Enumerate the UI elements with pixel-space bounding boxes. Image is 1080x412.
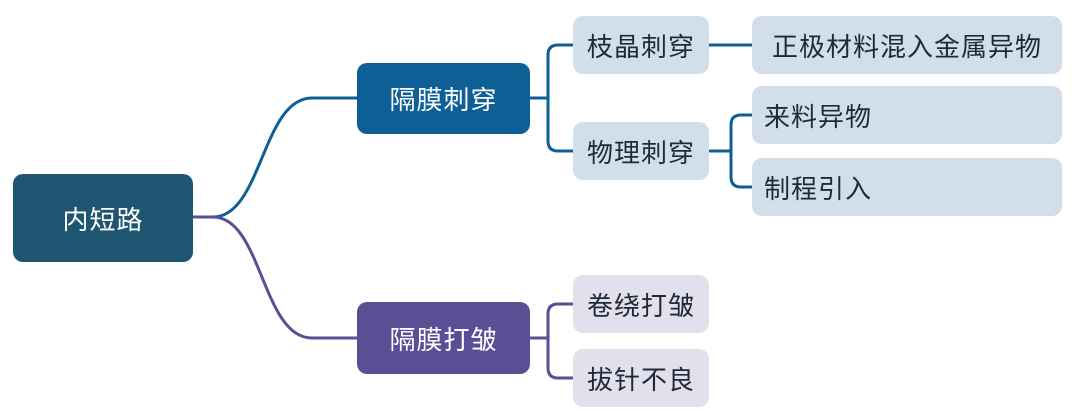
branch-node-separator-puncture: 隔膜刺穿 bbox=[357, 63, 530, 134]
node-label: 拔针不良 bbox=[586, 365, 695, 396]
branch-label: 隔膜刺穿 bbox=[389, 86, 498, 116]
branch-node-separator-wrinkle: 隔膜打皱 bbox=[357, 302, 530, 374]
node-label: 正极材料混入金属异物 bbox=[771, 32, 1042, 63]
link-separator-puncture-to-dendrite bbox=[530, 43, 573, 100]
branch-label: 隔膜打皱 bbox=[389, 325, 498, 356]
node-pin-pull-defect: 拔针不良 bbox=[573, 349, 709, 407]
link-physical-to-process-introduced bbox=[709, 149, 752, 189]
root-label: 内短路 bbox=[62, 205, 144, 236]
node-label: 来料异物 bbox=[764, 102, 873, 133]
node-physical-puncture: 物理刺穿 bbox=[573, 122, 709, 180]
node-process-introduced: 制程引入 bbox=[752, 158, 1062, 216]
link-physical-to-incoming-material bbox=[709, 113, 752, 153]
node-incoming-foreign-matter: 来料异物 bbox=[752, 86, 1062, 144]
root-node-internal-short-circuit: 内短路 bbox=[13, 174, 193, 262]
node-cathode-metal-impurity: 正极材料混入金属异物 bbox=[752, 16, 1062, 74]
node-dendrite-puncture: 枝晶刺穿 bbox=[573, 16, 709, 74]
node-label: 制程引入 bbox=[764, 174, 873, 205]
node-label: 物理刺穿 bbox=[586, 138, 695, 169]
node-label: 枝晶刺穿 bbox=[586, 32, 695, 63]
node-label: 卷绕打皱 bbox=[586, 291, 695, 322]
link-separator-wrinkle-to-winding bbox=[530, 302, 573, 340]
link-root-to-separator-puncture bbox=[193, 96, 357, 219]
link-separator-puncture-to-physical bbox=[530, 96, 573, 153]
link-root-to-separator-wrinkle bbox=[193, 215, 357, 340]
link-separator-wrinkle-to-pin-pull bbox=[530, 336, 573, 380]
node-winding-wrinkle: 卷绕打皱 bbox=[573, 275, 709, 333]
